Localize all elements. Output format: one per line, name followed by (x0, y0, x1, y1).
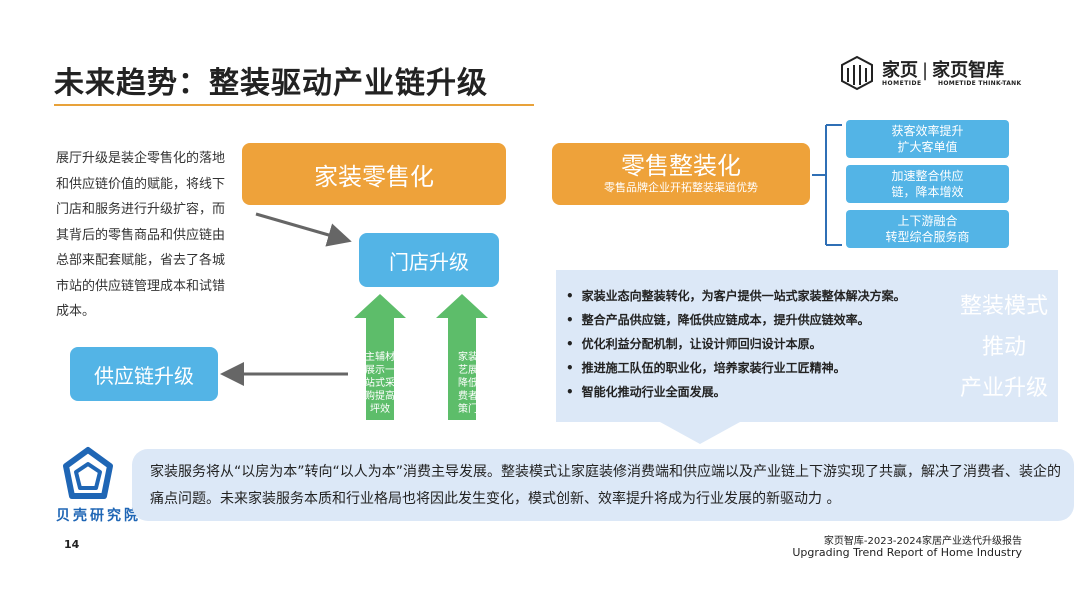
bracket-right-items (812, 124, 842, 246)
beike-logo-icon (63, 447, 113, 499)
logo-text-en: HOMETIDE (882, 80, 922, 87)
panel-bullet: 家装业态向整装转化，为客户提供一站式家装整体解决方案。 (566, 284, 906, 308)
report-title-cn: 家页智库-2023-2024家居产业迭代升级报告 (823, 536, 1022, 547)
summary-bar: 家装服务将从“以房为本”转向“以人为本”消费主导发展。整装模式让家庭装修消费端和… (132, 449, 1074, 521)
node-retail: 家装零售化 (242, 143, 506, 205)
panel-bullet: 智能化推动行业全面发展。 (566, 380, 906, 404)
page-title: 未来趋势：整装驱动产业链升级 (54, 66, 488, 101)
intro-paragraph: 展厅升级是装企零售化的落地和供应链价值的赋能，将线下门店和服务进行升级扩容，而其… (56, 151, 226, 319)
panel-bullet: 整合产品供应链，降低供应链成本，提升供应链效率。 (566, 308, 906, 332)
up-arrow-label-materials: 主辅材展示一站式采购提高坪效 (365, 352, 395, 415)
report-title-en: Upgrading Trend Report of Home Industry (792, 546, 1022, 559)
page-number: 14 (64, 538, 80, 551)
panel-callout-tip (660, 422, 740, 444)
node-retail-reverse: 零售整装化 零售品牌企业开拓整装渠道优势 (552, 143, 810, 205)
panel-bullet: 推进施工队伍的职业化，培养家装行业工匠精神。 (566, 356, 906, 380)
beike-brand-name: 贝壳研究院 (56, 508, 141, 524)
panel-bullet-list: 家装业态向整装转化，为客户提供一站式家装整体解决方案。 整合产品供应链，降低供应… (566, 284, 906, 404)
hometide-logo: 家页|家页智库 HOMETIDE HOMETIDE THINK-TANK (838, 54, 1038, 94)
up-arrow-label-craft: 家装工艺展示降低消费者决策门槛 (458, 352, 488, 415)
summary-text: 家装服务将从“以房为本”转向“以人为本”消费主导发展。整装模式让家庭装修消费端和… (150, 464, 1062, 507)
logo-text-cn: 家页|家页智库 (882, 60, 1005, 81)
logo-text-en-full: HOMETIDE THINK-TANK (938, 80, 1022, 87)
node-supply-upgrade: 供应链升级 (70, 347, 218, 401)
panel-side-text: 整装模式 推动 产业升级 (959, 294, 1048, 401)
node-retail-reverse-title: 零售整装化 (621, 152, 741, 180)
right-item-2: 加速整合供应链，降本增效 (846, 165, 1009, 203)
panel-bullet: 优化利益分配机制，让设计师回归设计本原。 (566, 332, 906, 356)
node-retail-reverse-sub: 零售品牌企业开拓整装渠道优势 (604, 181, 758, 194)
title-underline (54, 104, 534, 106)
integrated-model-panel: 家装业态向整装转化，为客户提供一站式家装整体解决方案。 整合产品供应链，降低供应… (556, 270, 1058, 422)
node-store-upgrade: 门店升级 (359, 233, 499, 287)
right-item-3: 上下游融合转型综合服务商 (846, 210, 1009, 248)
hometide-cube-icon (841, 55, 873, 91)
arrow-retail-to-store (255, 212, 352, 247)
right-item-1: 获客效率提升扩大客单值 (846, 120, 1009, 158)
